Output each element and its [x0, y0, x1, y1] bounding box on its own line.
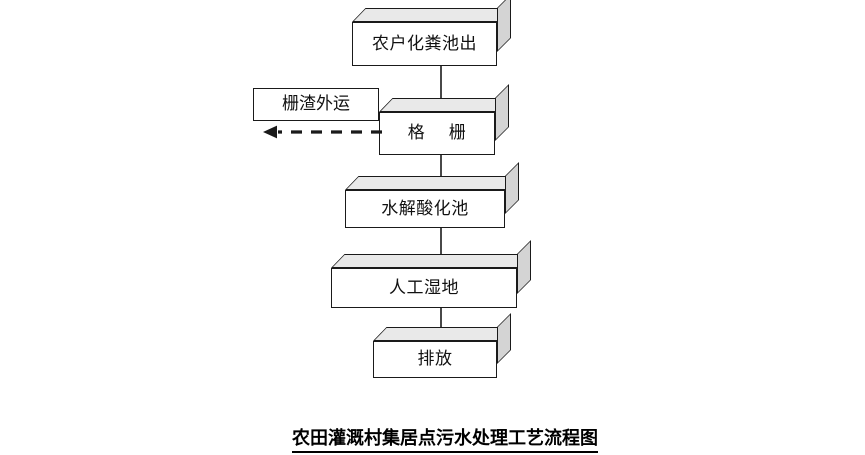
node-label-grille: 格 栅 [407, 123, 467, 143]
process-node-septic[interactable]: 农户化粪池出 [352, 0, 511, 66]
process-node-hydrolysis[interactable]: 水解酸化池 [345, 162, 519, 228]
process-node-grille[interactable]: 格 栅 [379, 84, 509, 155]
node-label-hydrolysis: 水解酸化池 [381, 198, 469, 219]
box-top-face [352, 8, 511, 22]
process-node-wetland[interactable]: 人工湿地 [331, 240, 531, 308]
diagram-caption: 农田灌溉村集居点污水处理工艺流程图 [0, 403, 865, 455]
node-label-septic: 农户化粪池出 [372, 33, 477, 54]
box-side-face [495, 84, 509, 141]
box-side-face [497, 313, 511, 364]
box-front-face: 水解酸化池 [345, 190, 505, 228]
node-label-discharge: 排放 [417, 349, 453, 369]
box-front-face: 人工湿地 [331, 268, 517, 308]
process-node-discharge[interactable]: 排放 [373, 313, 511, 378]
box-side-face [497, 0, 511, 52]
box-top-face [373, 327, 511, 341]
box-side-face [505, 162, 519, 214]
box-front-face: 农户化粪池出 [352, 22, 497, 66]
box-side-face [517, 240, 531, 294]
box-front-face: 格 栅 [379, 112, 495, 155]
node-label-residue: 栅渣外运 [282, 94, 350, 114]
box-top-face [345, 176, 519, 190]
node-label-wetland: 人工湿地 [389, 277, 459, 298]
box-top-face [331, 254, 531, 268]
box-top-face [379, 98, 509, 112]
edge-grille-to-residue [263, 125, 382, 139]
box-front-face: 排放 [373, 341, 497, 378]
diagram-caption-text: 农田灌溉村集居点污水处理工艺流程图 [292, 424, 599, 453]
process-node-residue[interactable]: 栅渣外运 [253, 88, 379, 121]
